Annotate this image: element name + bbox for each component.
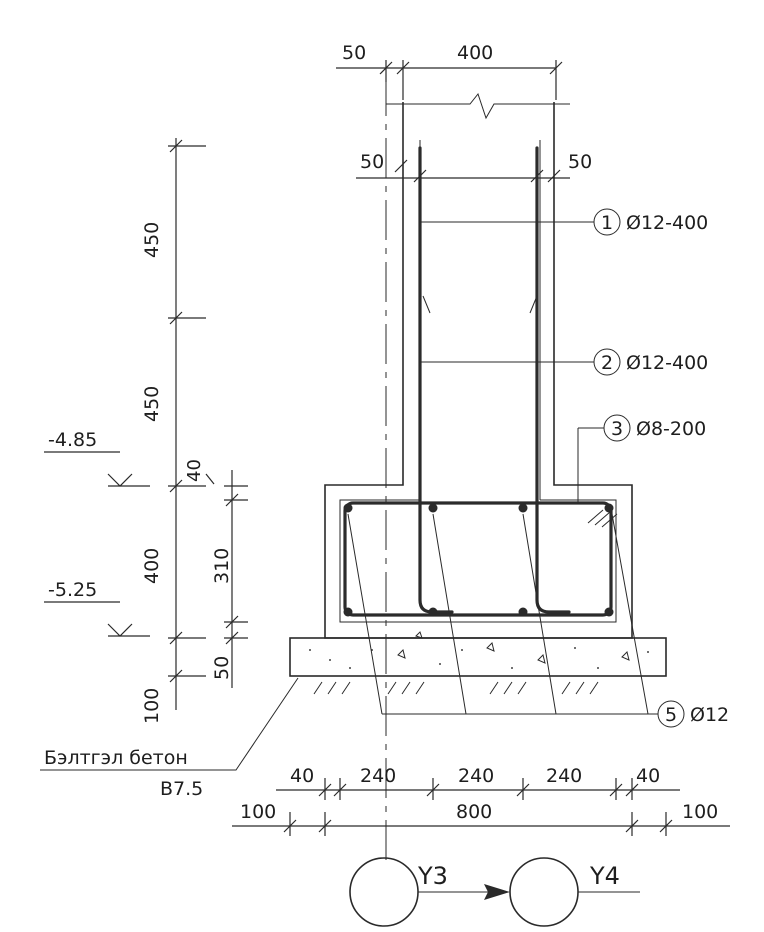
axis-label-left: Y3 <box>417 862 448 890</box>
dim-bottom-40-right: 40 <box>636 765 660 787</box>
preparation-concrete-pad <box>289 631 667 677</box>
level-upper: -4.85 <box>48 429 97 451</box>
axis-bubbles: Y3 Y4 <box>349 857 640 927</box>
callout-2-spec: Ø12-400 <box>626 352 708 374</box>
dim-height-middle: 450 <box>141 386 163 422</box>
soil-hatch <box>313 681 599 695</box>
dim-bottom-100-left: 100 <box>240 801 276 823</box>
reinforcement <box>343 146 658 715</box>
level-lower: -5.25 <box>48 579 97 601</box>
dim-bottom-240-a: 240 <box>360 765 396 787</box>
dim-bottom-800: 800 <box>456 801 492 823</box>
preparation-concrete-note: Бэлтгэл бетон B7.5 <box>40 677 299 800</box>
rebar-callouts: 1 Ø12-400 2 Ø12-400 3 Ø8-200 5 Ø12 <box>420 208 729 728</box>
dim-top-wall: 400 <box>457 42 493 64</box>
dim-bottom-240-c: 240 <box>546 765 582 787</box>
dim-cover-right: 50 <box>568 151 592 173</box>
left-dimensions: 450 450 400 100 40 310 50 <box>141 138 248 724</box>
dim-height-310: 310 <box>211 548 233 584</box>
dim-height-sand: 100 <box>141 688 163 724</box>
callout-2-number: 2 <box>601 352 613 374</box>
callout-5-spec: Ø12 <box>690 704 729 726</box>
bottom-dimensions: 40 240 240 240 40 100 800 100 <box>232 765 730 836</box>
top-dimensions: 50 400 50 50 <box>336 42 592 183</box>
note-line-2: B7.5 <box>160 778 203 800</box>
dim-height-prep: 50 <box>211 656 233 680</box>
dim-bottom-240-b: 240 <box>458 765 494 787</box>
callout-3-number: 3 <box>611 418 623 440</box>
dim-step-40: 40 <box>184 459 205 482</box>
callout-1-number: 1 <box>601 212 613 234</box>
axis-label-right: Y4 <box>589 862 620 890</box>
dim-height-upper: 450 <box>141 222 163 258</box>
callout-1-spec: Ø12-400 <box>626 212 708 234</box>
callout-5-number: 5 <box>665 704 677 726</box>
dim-top-cover: 50 <box>342 42 366 64</box>
dim-bottom-40-left: 40 <box>290 765 314 787</box>
note-line-1: Бэлтгэл бетон <box>44 747 188 769</box>
level-marks: -4.85 -5.25 <box>44 429 150 637</box>
dim-bottom-100-right: 100 <box>682 801 718 823</box>
dim-cover-left: 50 <box>360 151 384 173</box>
concrete-outline <box>324 92 633 639</box>
callout-3-spec: Ø8-200 <box>636 418 706 440</box>
dim-height-footing: 400 <box>141 548 163 584</box>
